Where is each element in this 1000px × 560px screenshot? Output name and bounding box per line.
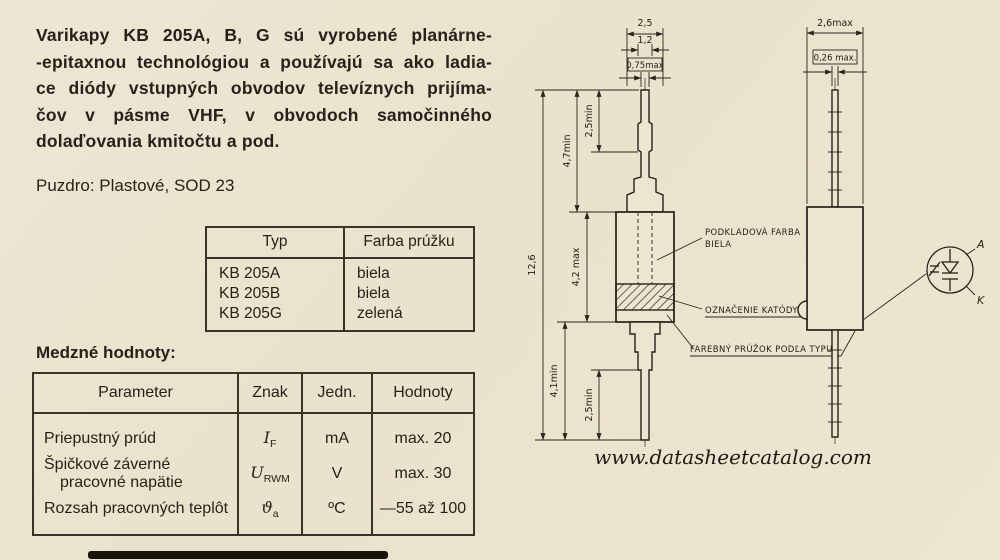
flat-body-bump <box>797 300 808 320</box>
parameter-cell: Priepustný prúd <box>33 413 239 455</box>
side-view-component <box>615 89 675 441</box>
dim-tip-length-top: 2,5min <box>584 104 595 137</box>
watermark: www.datasheetcatalog.com <box>594 445 872 469</box>
intro-paragraph: Varikapy KB 205A, B, G sú vyrobené planá… <box>36 22 492 155</box>
symbol-circle <box>926 246 974 294</box>
intro-line: ce diódy vstupných obvodov televíznych p… <box>36 78 492 98</box>
intro-line: Varikapy KB 205A, B, G sú vyrobené planá… <box>36 25 492 45</box>
symbol: ϑ <box>261 498 273 518</box>
unit-cell: mA <box>302 413 373 455</box>
label-color-stripe: FAREBNÝ PRÚŽOK PODĽA TYPU <box>690 343 833 355</box>
parameter-cell: Špičkové záverné pracovné napätie <box>33 454 239 495</box>
dim-body-length: 4,2 max <box>571 247 582 286</box>
dim-lead-bottom-length: 4,1min <box>549 364 560 397</box>
limits-header-znak: Znak <box>238 373 303 414</box>
label-cathode: K <box>977 294 985 307</box>
varicap-symbol <box>926 246 976 296</box>
limits-table: Parameter Znak Jedn. Hodnoty Priepustný … <box>32 372 475 537</box>
parameter-line: Špičkové záverné <box>44 456 171 474</box>
color-cell: biela <box>357 285 390 302</box>
flat-view-component <box>797 89 864 438</box>
lead-top <box>626 89 664 213</box>
label-cathode-mark: OZNAČENIE KATÓDY <box>705 304 798 316</box>
table-row: Špičkové záverné pracovné napätie URWM V… <box>33 454 474 495</box>
lead-crimps <box>828 111 842 423</box>
value-cell: max. 20 <box>394 430 452 448</box>
value-cell: max. 30 <box>394 465 452 483</box>
value-cell: —55 až 100 <box>379 500 467 518</box>
scan-edge-artifact <box>88 551 388 559</box>
dimension-lines <box>535 28 856 441</box>
label-anode: A <box>976 238 985 251</box>
diode-triangle <box>940 261 960 275</box>
dim-top-width: 2,5 <box>637 18 652 29</box>
table-row: Rozsah pracovných teplôt ϑa ºC —55 až 10… <box>33 494 474 536</box>
color-cell: biela <box>357 265 390 282</box>
flat-lead-top <box>831 89 839 208</box>
limits-header-parameter: Parameter <box>33 373 239 414</box>
dim-lead-top-length: 4,7min <box>562 134 573 167</box>
type-table-header-row: Typ Farba prúžku <box>206 227 474 259</box>
type-table-header-farba: Farba prúžku <box>344 227 474 259</box>
dim-tip-length-bottom: 2,5min <box>584 388 595 421</box>
limits-header-hodnoty: Hodnoty <box>372 373 474 414</box>
unit-cell: V <box>302 454 373 495</box>
symbol-cell: URWM <box>238 454 303 495</box>
technical-drawing: 2,5 1,2 0,75max 12,6 4,7min 2,5min 4,2 m… <box>527 18 985 469</box>
type-table-header-typ: Typ <box>206 227 345 259</box>
limits-header-row: Parameter Znak Jedn. Hodnoty <box>33 373 474 414</box>
color-cell: zelená <box>357 305 403 322</box>
type-table: Typ Farba prúžku KB 205A biela KB 205B b… <box>205 226 475 332</box>
dimension-texts: 2,5 1,2 0,75max 12,6 4,7min 2,5min 4,2 m… <box>527 18 856 422</box>
limits-title: Medzné hodnoty: <box>36 343 176 362</box>
dim-mid-width: 1,2 <box>637 35 652 46</box>
intro-line: -epitaxnou technológiou a používajú sa a… <box>36 51 492 72</box>
table-row: KB 205G zelená <box>206 304 474 331</box>
label-base-color-line2: BIELA <box>705 240 731 250</box>
intro-line: čov v pásme VHF, v obvodoch samočinného <box>36 104 492 125</box>
symbol-cell: ϑa <box>238 494 303 536</box>
unit-cell: ºC <box>302 494 373 536</box>
parameter-line: pracovné napätie <box>60 474 183 492</box>
table-row: Priepustný prúd IF mA max. 20 <box>33 413 474 455</box>
flat-lead-bottom <box>831 329 839 438</box>
type-cell: KB 205B <box>206 284 345 304</box>
table-row: KB 205B biela <box>206 284 474 304</box>
type-cell: KB 205A <box>206 258 345 284</box>
dim-tip-width: 0,75max <box>626 61 663 71</box>
limits-header-jedn: Jedn. <box>302 373 373 414</box>
symbol-subscript: F <box>269 438 277 451</box>
table-row: KB 205A biela <box>206 258 474 284</box>
dim-flat-width: 2,6max <box>817 18 853 29</box>
type-cell: KB 205G <box>206 304 345 331</box>
flat-body <box>806 206 864 331</box>
symbol-subscript: a <box>272 508 279 521</box>
symbol: I <box>263 428 270 447</box>
dim-flat-thickness: 0,26 max. <box>814 54 857 64</box>
cathode-stripe-hatch <box>615 283 675 311</box>
intro-line: dolaďovania kmitočtu a pod. <box>36 131 280 151</box>
flat-dimension-lines <box>803 27 927 321</box>
callout-labels: PODKLADOVÁ FARBA BIELA OZNAČENIE KATÓDY … <box>690 226 985 355</box>
symbol-subscript: RWM <box>263 473 290 486</box>
package-line: Puzdro: Plastové, SOD 23 <box>36 176 235 195</box>
lead-bottom <box>629 321 661 441</box>
label-base-color-line1: PODKLADOVÁ FARBA <box>705 226 800 238</box>
parameter-cell: Rozsah pracovných teplôt <box>33 494 239 536</box>
symbol: U <box>250 463 264 483</box>
symbol-cell: IF <box>238 413 303 455</box>
dim-total-length: 12,6 <box>527 254 538 275</box>
